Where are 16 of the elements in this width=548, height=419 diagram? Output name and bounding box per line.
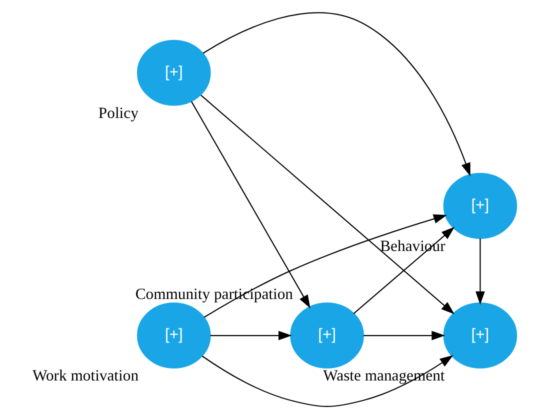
node-label: Policy <box>98 104 138 122</box>
arrow <box>210 330 292 340</box>
arrow <box>363 330 445 340</box>
arrow <box>475 238 484 305</box>
arrow <box>203 214 446 318</box>
arrow <box>352 226 454 314</box>
arrow <box>200 94 454 314</box>
node-ellipse: [+] <box>442 302 517 368</box>
node-ellipse: [+] <box>442 172 517 239</box>
arrow <box>190 101 310 308</box>
node-ellipse: [+] <box>136 302 210 368</box>
arrow <box>202 12 470 176</box>
node-label: Work motivation <box>32 367 138 384</box>
arrow <box>201 355 453 407</box>
node-ellipse: [+] <box>290 302 364 368</box>
node-ellipse: [+] <box>136 40 210 106</box>
